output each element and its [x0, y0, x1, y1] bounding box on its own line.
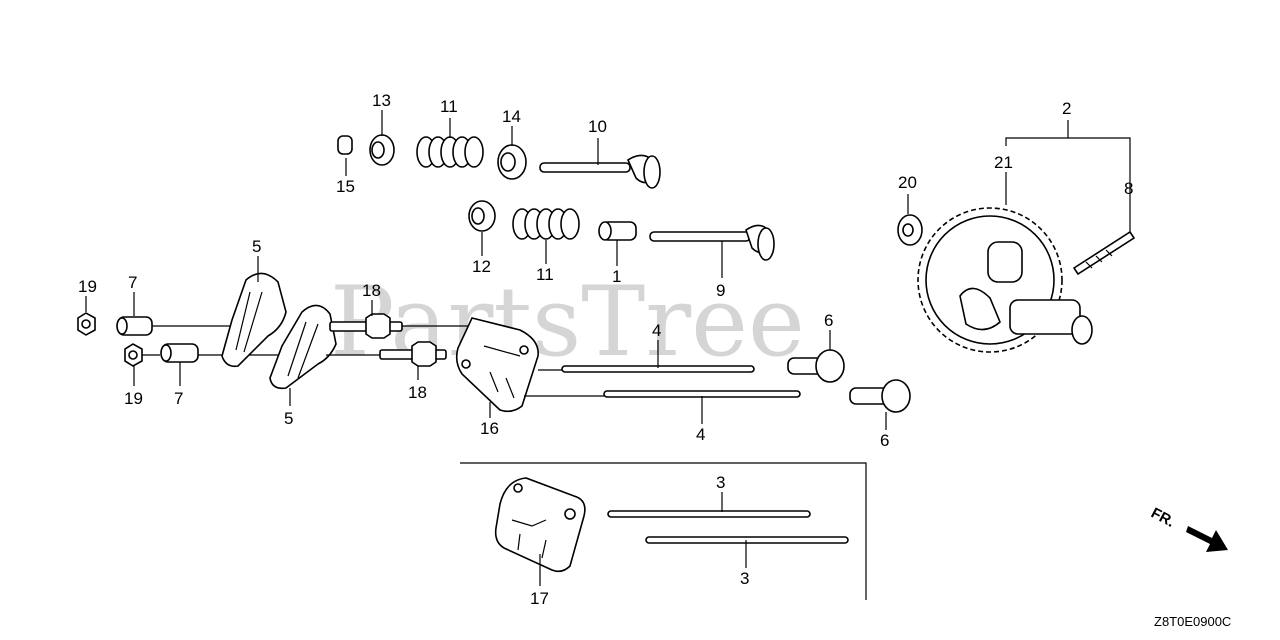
callout-3-upper: 3	[716, 473, 725, 492]
svg-text:FR.: FR.	[1148, 505, 1177, 531]
part-6-tappet-lower[interactable]	[849, 379, 911, 413]
callout-11-top: 11	[440, 97, 458, 116]
callout-6-upper: 6	[824, 311, 833, 330]
callout-13: 13	[372, 91, 391, 110]
part-1-valve-rotator[interactable]	[598, 221, 637, 241]
callout-18-top: 18	[362, 281, 381, 300]
callout-8: 8	[1124, 179, 1133, 198]
part-11-valve-spring-top[interactable]	[416, 136, 484, 168]
callout-20: 20	[898, 173, 917, 192]
callout-3-lower: 3	[740, 569, 749, 588]
callout-2: 2	[1062, 99, 1071, 118]
arrow-right-icon	[1186, 526, 1228, 552]
callout-4-lower: 4	[696, 425, 705, 444]
part-14-valve-stem-seal[interactable]	[497, 144, 527, 180]
callout-18-bottom: 18	[408, 383, 427, 402]
part-17-push-rod-guide-plate-alt[interactable]	[494, 477, 586, 573]
part-19-nut-bottom[interactable]	[124, 343, 143, 367]
callout-14: 14	[502, 107, 521, 126]
part-9-intake-valve[interactable]	[649, 224, 775, 261]
part-15-valve-cotter[interactable]	[337, 135, 353, 155]
part-6-tappet-upper[interactable]	[787, 349, 845, 383]
callout-1: 1	[612, 267, 621, 286]
part-20-washer[interactable]	[897, 214, 923, 246]
callout-16: 16	[480, 419, 499, 438]
callout-11-bottom: 11	[536, 265, 554, 284]
callout-10: 10	[588, 117, 607, 136]
callout-5-top: 5	[252, 237, 261, 256]
callout-9: 9	[716, 281, 725, 300]
part-19-nut-top[interactable]	[77, 312, 96, 336]
part-16-push-rod-guide-plate[interactable]	[455, 317, 539, 413]
part-7-pivot-top[interactable]	[116, 316, 153, 336]
part-3-push-rod-inset-lower[interactable]	[645, 536, 849, 544]
callout-12: 12	[472, 257, 491, 276]
callout-15: 15	[336, 177, 355, 196]
part-7-pivot-bottom[interactable]	[160, 343, 199, 363]
callout-7-bottom: 7	[174, 389, 183, 408]
callout-7-top: 7	[128, 273, 137, 292]
part-13-spring-retainer[interactable]	[369, 134, 395, 166]
callout-6-lower: 6	[880, 431, 889, 450]
part-3-push-rod-inset-upper[interactable]	[607, 510, 811, 518]
callout-17: 17	[530, 589, 549, 608]
part-11-valve-spring-bottom[interactable]	[512, 208, 580, 240]
callout-19-top: 19	[78, 277, 97, 296]
diagram-code: Z8T0E0900C	[1154, 614, 1231, 629]
part-18-stud-top[interactable]	[329, 313, 403, 339]
part-12-spring-retainer[interactable]	[468, 200, 496, 232]
callout-5-bottom: 5	[284, 409, 293, 428]
callout-19-bottom: 19	[124, 389, 143, 408]
front-direction-indicator: FR.	[1148, 505, 1228, 552]
part-21-camshaft-gear[interactable]	[917, 207, 1093, 353]
callout-4-upper: 4	[652, 321, 661, 340]
part-5-rocker-arm-top[interactable]	[221, 272, 287, 368]
part-10-exhaust-valve[interactable]	[539, 154, 661, 189]
part-8-spring[interactable]	[1072, 230, 1136, 276]
callout-21: 21	[994, 153, 1013, 172]
part-5-rocker-arm-bottom[interactable]	[269, 304, 337, 390]
